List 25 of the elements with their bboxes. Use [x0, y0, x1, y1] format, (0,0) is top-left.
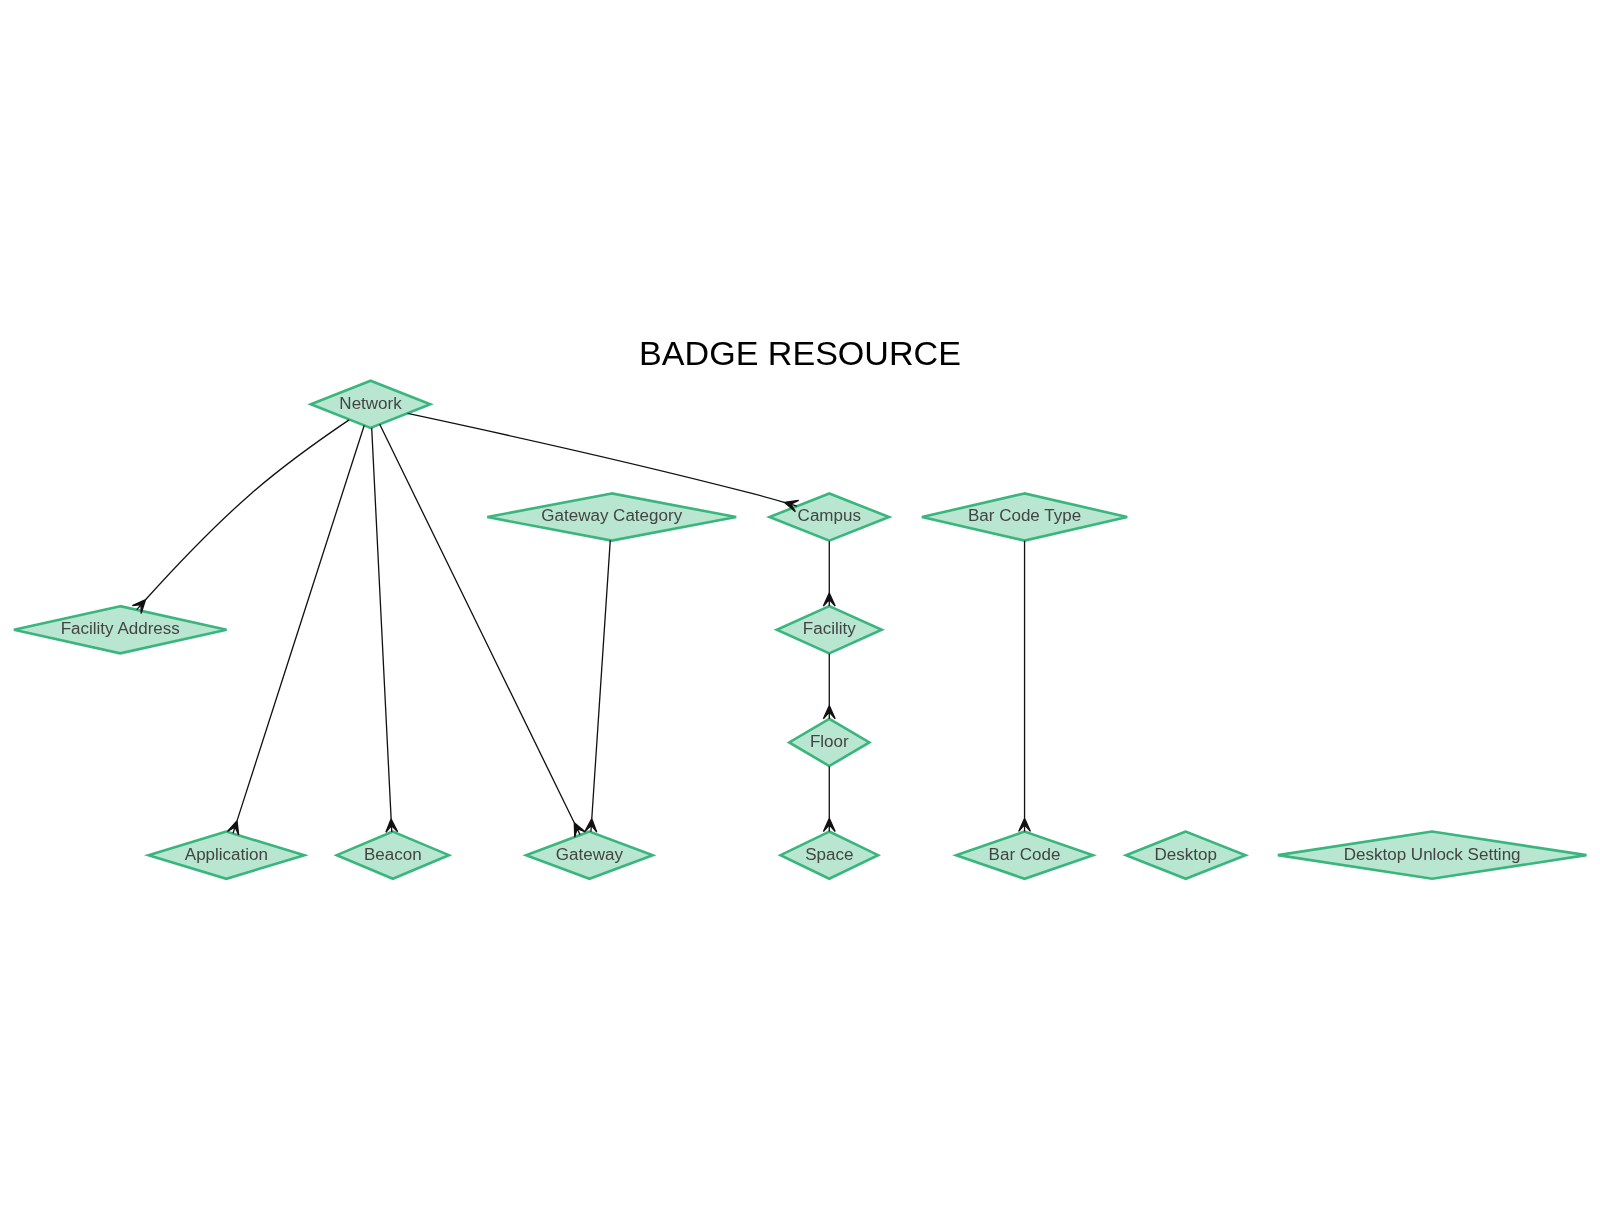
connector	[822, 652, 836, 719]
node-diamond: Desktop	[1122, 829, 1250, 880]
node-diamond: Facility	[773, 604, 885, 655]
connector	[379, 423, 586, 838]
node-diamond: Space	[777, 829, 882, 880]
node-diamond: Gateway	[522, 829, 657, 880]
diagram-title: BADGE RESOURCE	[639, 333, 961, 372]
node-diamond: Application	[144, 829, 309, 880]
connector	[1018, 539, 1032, 832]
node-diamond: Desktop Unlock Setting	[1276, 829, 1588, 880]
connector	[822, 540, 836, 607]
connector	[226, 424, 365, 836]
connector	[371, 426, 399, 833]
node-diamond: Gateway Category	[486, 491, 738, 542]
connector	[406, 412, 800, 512]
connector	[584, 539, 611, 833]
connector	[131, 418, 350, 614]
node-diamond: Facility Address	[12, 604, 228, 655]
node-diamond: Bar Code Type	[920, 491, 1129, 542]
node-diamond: Network	[307, 378, 434, 429]
node-diamond: Beacon	[333, 829, 453, 880]
node-diamond: Floor	[786, 716, 872, 768]
node-diamond: Bar Code	[952, 829, 1097, 880]
connector	[822, 765, 836, 832]
node-diamond: Campus	[766, 491, 893, 542]
